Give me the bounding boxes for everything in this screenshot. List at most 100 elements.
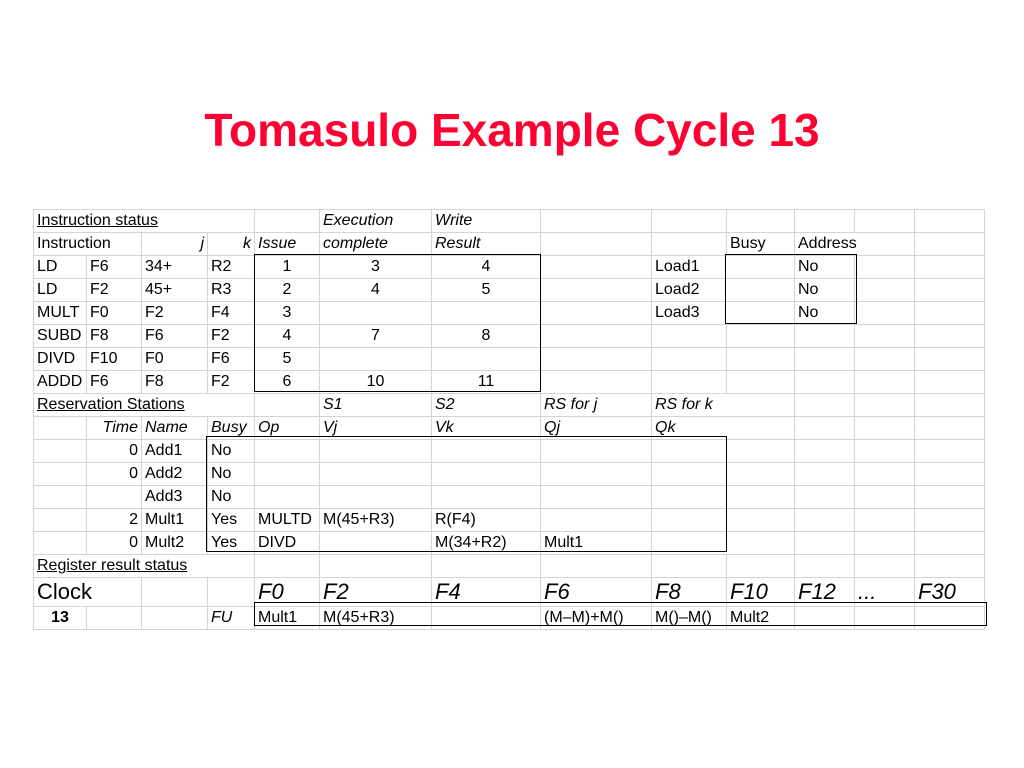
name-header: Name [141,416,208,440]
rs-op: DIVD [254,531,320,555]
page-title: Tomasulo Example Cycle 13 [204,104,820,156]
load-buffer-address [854,278,915,302]
instr-issue: 4 [254,324,320,348]
instr-k: R2 [207,255,255,279]
instr-complete [319,301,432,325]
reservation-station-row: Add3 No [33,485,985,509]
rs-qk [651,439,795,463]
register-fu: M(45+R3) [319,606,432,630]
register-fu: M()–M() [651,606,727,630]
instr-result: 4 [431,255,541,279]
rs-qj [540,462,652,486]
write-header: Write [431,209,541,233]
rs-qj [540,439,652,463]
instr-op: SUBD [33,324,87,348]
instr-op: DIVD [33,347,87,371]
k-header: k [207,232,255,256]
reservation-stations-label: Reservation Stations [33,393,255,417]
instruction-row: DIVD F10 F0 F6 5 [33,347,985,371]
execution-header: Execution [319,209,432,233]
op-header: Op [254,416,320,440]
qj-header: Qj [540,416,652,440]
instr-complete: 4 [319,278,432,302]
rs-qk [651,485,795,509]
rs-time: 2 [86,508,142,532]
register-fu: Mult2 [726,606,795,630]
register-name: F4 [431,577,541,607]
rs-qk [651,462,795,486]
instr-issue: 2 [254,278,320,302]
clock-value: 13 [33,606,87,630]
rs-vj: M(45+R3) [319,508,432,532]
instruction-status-label: Instruction status [33,209,255,233]
register-fu [854,606,915,630]
rs-vj [319,439,432,463]
register-fu: (M–M)+M() [540,606,652,630]
instr-k: F6 [207,347,255,371]
register-name: F10 [726,577,795,607]
rs-qk [651,508,795,532]
instr-j: F8 [141,370,208,394]
instr-complete: 3 [319,255,432,279]
result-header: Result [431,232,541,256]
instr-dest: F6 [86,370,142,394]
rs-qj [540,485,652,509]
instr-j: 34+ [141,255,208,279]
instr-issue: 5 [254,347,320,371]
rs-name: Add3 [141,485,208,509]
busy-header: Busy [726,232,795,256]
rs-op [254,485,320,509]
register-fu [794,606,855,630]
rs-busy: No [207,462,255,486]
issue-header: Issue [254,232,320,256]
instr-dest: F6 [86,255,142,279]
instr-dest: F2 [86,278,142,302]
reservation-stations-column-row: Time Name Busy Op Vj Vk Qj Qk [33,416,985,440]
j-header: j [141,232,208,256]
rs-qj [540,508,652,532]
register-fu-row: 13 FU Mult1 M(45+R3) (M–M)+M() M()–M() M… [33,606,985,630]
instruction-row: LD F2 45+ R3 2 4 5 Load2 No [33,278,985,302]
clock-label: Clock [33,577,142,607]
rs-vk [431,439,541,463]
vk-header: Vk [431,416,541,440]
rs-vj [319,462,432,486]
register-name: F12 [794,577,855,607]
vj-header: Vj [319,416,432,440]
instr-issue: 3 [254,301,320,325]
instr-j: F6 [141,324,208,348]
rs-op [254,439,320,463]
instr-k: F2 [207,370,255,394]
instr-op: ADDD [33,370,87,394]
rs-time: 0 [86,531,142,555]
rs-busy: Yes [207,531,255,555]
rs-name: Mult2 [141,531,208,555]
address-header: Address [794,232,915,256]
instr-complete: 7 [319,324,432,348]
time-header: Time [86,416,142,440]
instruction-row: ADDD F6 F8 F2 6 10 11 [33,370,985,394]
rs-op: MULTD [254,508,320,532]
complete-header: complete [319,232,432,256]
rs-vk: R(F4) [431,508,541,532]
instruction-header: Instruction [33,232,142,256]
register-name: F0 [254,577,320,607]
register-fu [431,606,541,630]
rs-name: Mult1 [141,508,208,532]
reservation-station-row: 0 Add1 No [33,439,985,463]
rs-qj: Mult1 [540,531,652,555]
rs-vk [431,485,541,509]
register-fu: Mult1 [254,606,320,630]
load-buffer-name: Load3 [651,301,795,325]
rs-time: 0 [86,439,142,463]
instr-result: 8 [431,324,541,348]
reservation-station-row: 0 Mult2 Yes DIVD M(34+R2) Mult1 [33,531,985,555]
load-buffer-name: Load1 [651,255,795,279]
instr-dest: F10 [86,347,142,371]
load-buffer-address [854,255,915,279]
reservation-station-row: 2 Mult1 Yes MULTD M(45+R3) R(F4) [33,508,985,532]
load-buffer-address [854,301,915,325]
instr-complete [319,347,432,371]
rs-busy: Yes [207,508,255,532]
rs-vk: M(34+R2) [431,531,541,555]
